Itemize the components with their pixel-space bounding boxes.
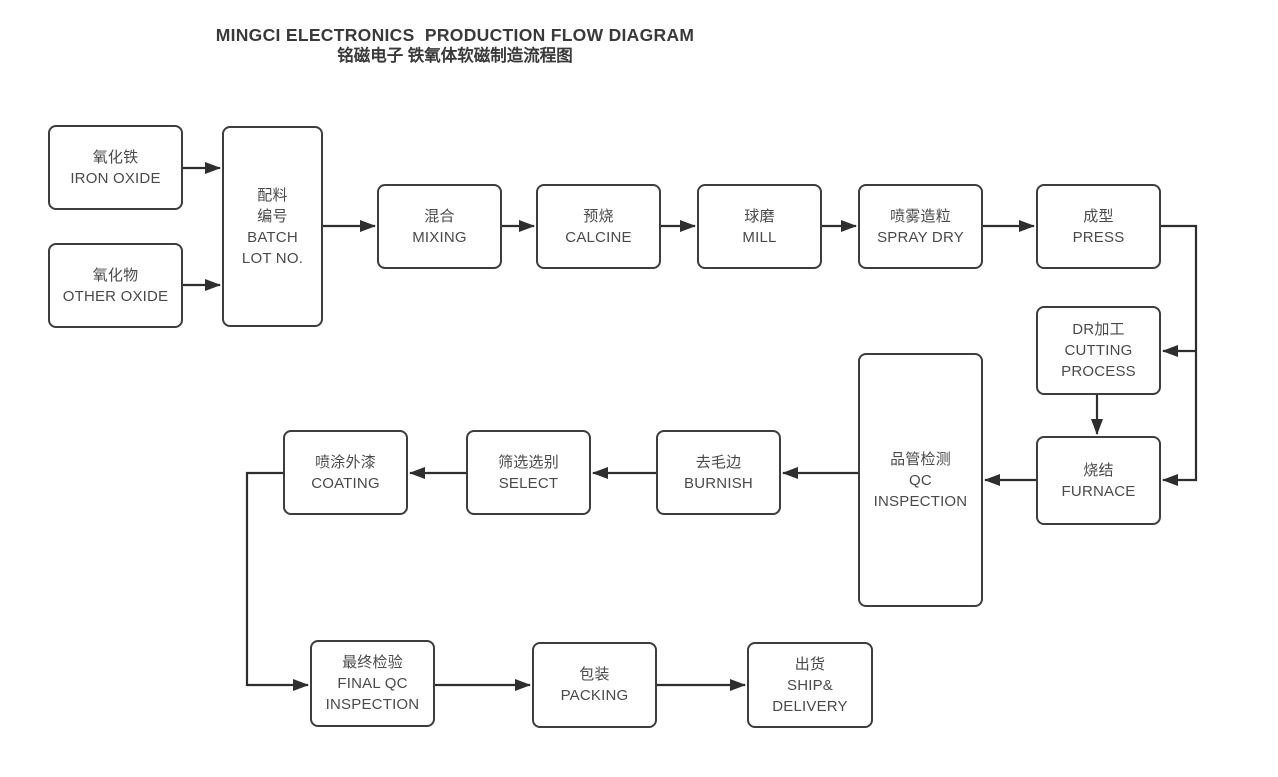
node-burnish-label-en: BURNISH <box>684 474 753 492</box>
node-iron-oxide-label-en: IRON OXIDE <box>70 169 161 187</box>
node-ship-delivery-label-en-2: DELIVERY <box>772 697 848 715</box>
node-batch-lot-no-label-zh-1: 配料 <box>257 186 288 204</box>
node-batch-lot-no-label-zh-2: 编号 <box>257 207 288 225</box>
node-cutting-process: DR加工 CUTTING PROCESS <box>1036 306 1161 395</box>
node-qc-inspection-label-en-1: QC <box>909 471 932 489</box>
node-press: 成型 PRESS <box>1036 184 1161 269</box>
node-burnish: 去毛边 BURNISH <box>656 430 781 515</box>
diagram-title-chinese: 铭磁电子 铁氧体软磁制造流程图 <box>337 47 573 65</box>
node-iron-oxide-label-zh: 氧化铁 <box>92 148 139 166</box>
node-iron-oxide: 氧化铁 IRON OXIDE <box>48 125 183 210</box>
node-ship-delivery: 出货 SHIP& DELIVERY <box>747 642 873 728</box>
node-mill-label-en: MILL <box>742 228 777 246</box>
node-coating-label-en: COATING <box>311 474 380 492</box>
node-press-label-zh: 成型 <box>1083 207 1114 225</box>
node-furnace-label-zh: 烧结 <box>1083 461 1114 479</box>
connector-press-to-furnace <box>1161 224 1198 486</box>
node-packing-label-zh: 包装 <box>579 666 610 683</box>
node-cutting-process-label-zh: DR加工 <box>1072 321 1125 338</box>
node-other-oxide-label-en: OTHER OXIDE <box>62 287 169 305</box>
node-calcine: 预烧 CALCINE <box>536 184 661 269</box>
node-mill: 球磨 MILL <box>697 184 822 269</box>
node-mixing-label-zh: 混合 <box>424 207 455 225</box>
node-final-qc-inspection-label-en-1: FINAL QC <box>337 675 408 692</box>
node-other-oxide: 氧化物 OTHER OXIDE <box>48 243 183 328</box>
node-batch-lot-no-label-en-1: BATCH <box>247 228 298 246</box>
node-ship-delivery-label-zh: 出货 <box>794 655 826 673</box>
node-final-qc-inspection-label-en-2: INSPECTION <box>325 696 420 713</box>
node-select: 筛选选别 SELECT <box>466 430 591 515</box>
node-final-qc-inspection: 最终检验 FINAL QC INSPECTION <box>310 640 435 727</box>
node-packing: 包装 PACKING <box>532 642 657 728</box>
node-spray-dry: 喷雾造粒 SPRAY DRY <box>858 184 983 269</box>
node-mixing: 混合 MIXING <box>377 184 502 269</box>
node-select-label-en: SELECT <box>498 474 559 492</box>
node-furnace: 烧结 FURNACE <box>1036 436 1161 525</box>
diagram-title-block: MINGCI ELECTRONICS PRODUCTION FLOW DIAGR… <box>95 24 815 67</box>
node-coating: 喷涂外漆 COATING <box>283 430 408 515</box>
node-final-qc-inspection-label-zh: 最终检验 <box>342 654 403 671</box>
node-ship-delivery-label-en-1: SHIP& <box>786 676 833 694</box>
node-calcine-label-en: CALCINE <box>565 228 632 246</box>
diagram-title-english: MINGCI ELECTRONICS PRODUCTION FLOW DIAGR… <box>215 25 695 45</box>
node-spray-dry-label-zh: 喷雾造粒 <box>890 207 951 225</box>
node-cutting-process-label-en-1: CUTTING <box>1064 342 1133 359</box>
node-calcine-label-zh: 预烧 <box>583 207 614 225</box>
node-coating-label-zh: 喷涂外漆 <box>315 453 376 471</box>
node-batch-lot-no: 配料 编号 BATCH LOT NO. <box>222 126 323 327</box>
connector-coating-to-final-qc <box>245 471 309 691</box>
node-spray-dry-label-en: SPRAY DRY <box>877 228 964 246</box>
node-packing-label-en: PACKING <box>560 687 629 704</box>
node-other-oxide-label-zh: 氧化物 <box>92 266 139 284</box>
node-mill-label-zh: 球磨 <box>744 207 775 225</box>
node-cutting-process-label-en-2: PROCESS <box>1061 363 1136 380</box>
node-qc-inspection-label-en-2: INSPECTION <box>873 492 968 510</box>
node-batch-lot-no-label-en-2: LOT NO. <box>241 249 304 267</box>
node-mixing-label-en: MIXING <box>412 228 467 246</box>
node-burnish-label-zh: 去毛边 <box>695 453 742 471</box>
node-select-label-zh: 筛选选别 <box>498 453 559 471</box>
node-furnace-label-en: FURNACE <box>1061 482 1136 500</box>
node-qc-inspection: 品管检测 QC INSPECTION <box>858 353 983 607</box>
node-press-label-en: PRESS <box>1072 228 1125 246</box>
node-qc-inspection-label-zh: 品管检测 <box>890 450 951 468</box>
